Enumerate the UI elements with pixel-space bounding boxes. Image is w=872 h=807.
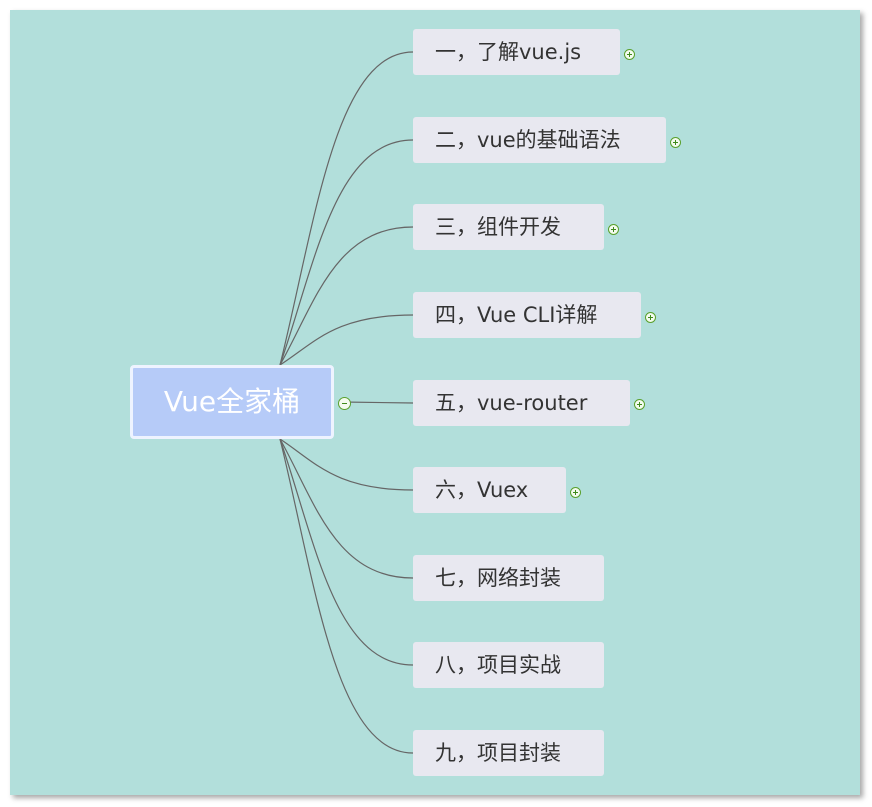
topic-7-label: 七，网络封装: [435, 566, 561, 590]
collapse-root-icon[interactable]: [338, 397, 351, 410]
topic-2-label: 二，vue的基础语法: [435, 128, 621, 152]
expand-topic-1-icon[interactable]: [624, 49, 635, 60]
topic-4[interactable]: 四，Vue CLI详解: [413, 292, 641, 338]
connector-5: [341, 401, 414, 404]
connector-8: [279, 438, 414, 666]
expand-topic-4-icon[interactable]: [645, 312, 656, 323]
topic-2[interactable]: 二，vue的基础语法: [413, 117, 666, 163]
connector-9: [279, 438, 414, 754]
connector-1: [279, 51, 414, 366]
root-topic-label: Vue全家桶: [163, 385, 301, 418]
topic-9-label: 九，项目封装: [435, 741, 561, 765]
topic-8[interactable]: 八，项目实战: [413, 642, 604, 688]
connector-6: [279, 438, 414, 491]
topic-5[interactable]: 五，vue-router: [413, 380, 630, 426]
topic-1-label: 一，了解vue.js: [435, 40, 582, 64]
topic-1[interactable]: 一，了解vue.js: [413, 29, 620, 75]
topic-6-label: 六，Vuex: [435, 478, 529, 502]
expand-topic-5-icon[interactable]: [634, 399, 645, 410]
topic-5-label: 五，vue-router: [435, 391, 588, 415]
expand-topic-2-icon[interactable]: [670, 137, 681, 148]
topic-8-label: 八，项目实战: [435, 653, 561, 677]
topic-3-label: 三，组件开发: [435, 215, 561, 239]
mind-map-canvas: Vue全家桶 一，了解vue.js 二，vue的基础语法 三，组件开发 四，Vu…: [10, 10, 860, 795]
expand-topic-6-icon[interactable]: [570, 487, 581, 498]
topic-3[interactable]: 三，组件开发: [413, 204, 604, 250]
connector-lines: [279, 51, 414, 754]
topic-7[interactable]: 七，网络封装: [413, 555, 604, 601]
connector-2: [279, 139, 414, 366]
connector-4: [279, 314, 414, 366]
topic-9[interactable]: 九，项目封装: [413, 730, 604, 776]
expand-topic-3-icon[interactable]: [608, 224, 619, 235]
connector-3: [279, 226, 414, 366]
root-topic[interactable]: Vue全家桶: [130, 365, 334, 439]
topic-6[interactable]: 六，Vuex: [413, 467, 566, 513]
topic-4-label: 四，Vue CLI详解: [435, 303, 598, 327]
connector-7: [279, 438, 414, 579]
